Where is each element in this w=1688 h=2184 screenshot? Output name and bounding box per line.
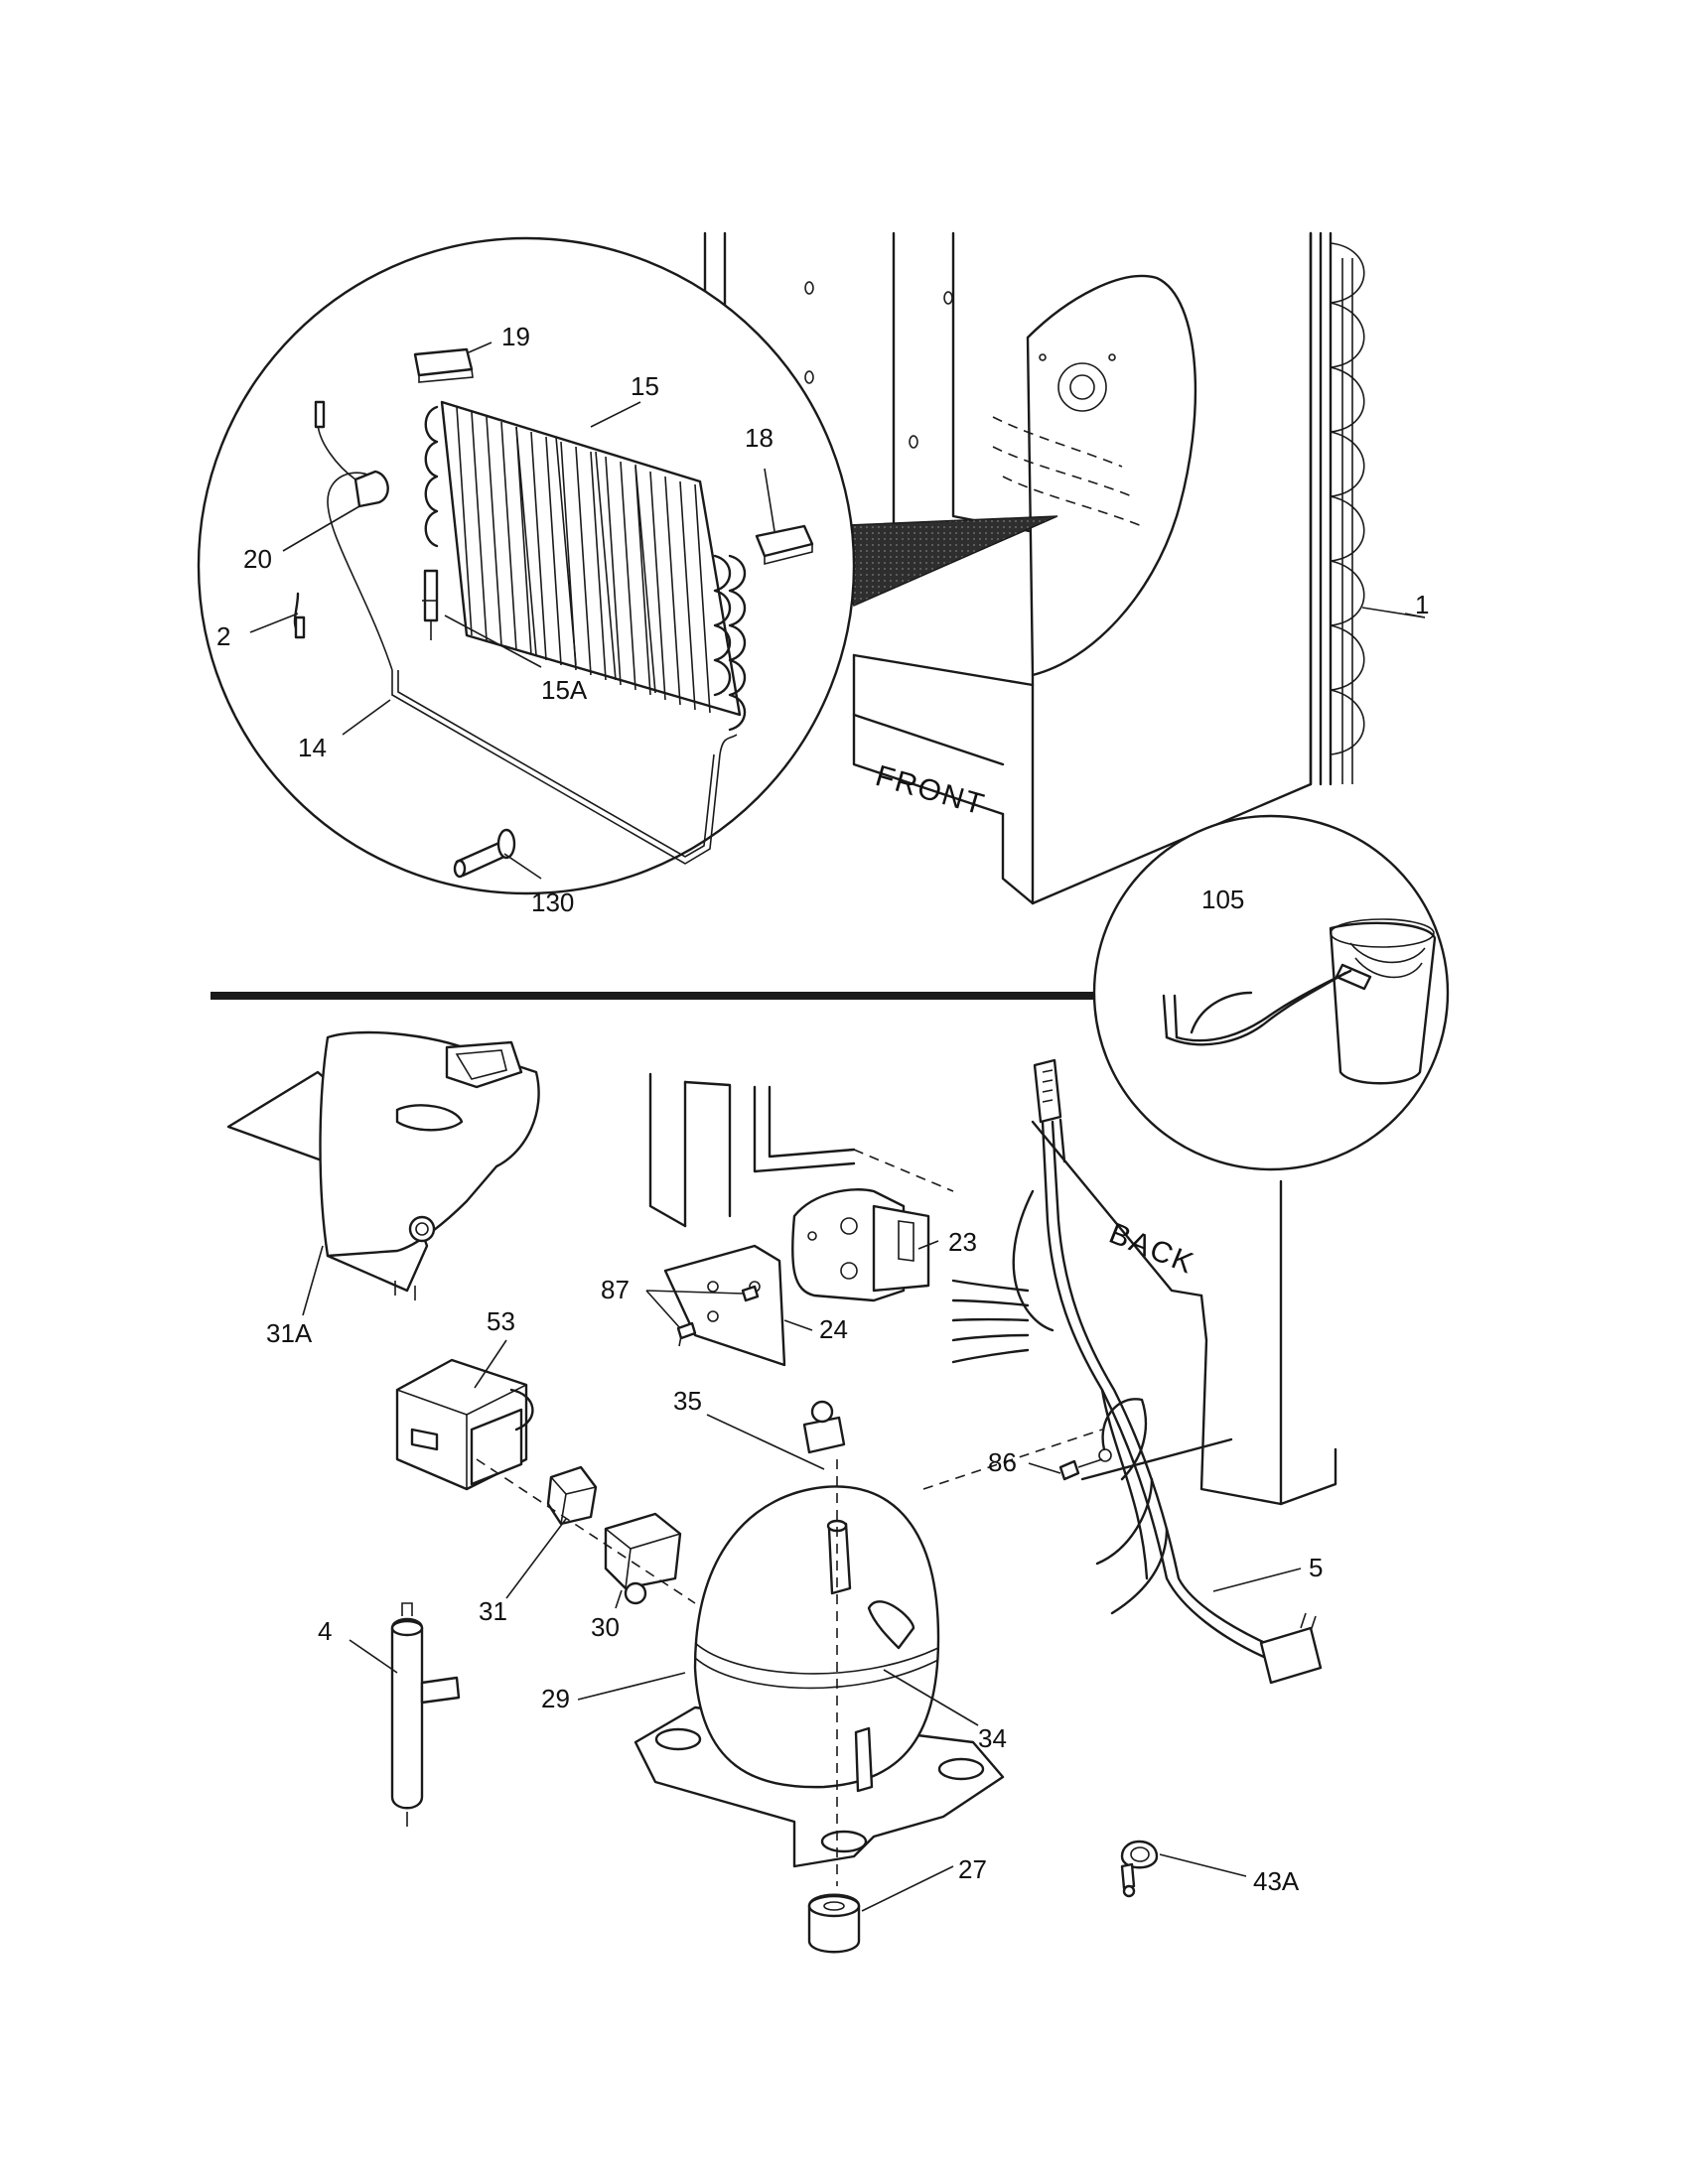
label-31a: 31A — [266, 1318, 313, 1348]
label-4: 4 — [318, 1616, 332, 1646]
cabinet-lower — [648, 1072, 1337, 1506]
part-105-drain-pan — [1162, 918, 1437, 1085]
part-43a-clamp — [1120, 1840, 1159, 1898]
label-130: 130 — [531, 887, 574, 917]
part-23-defrost-timer — [791, 1188, 930, 1302]
evaporator — [424, 400, 747, 732]
label-15a: 15A — [541, 675, 588, 705]
label-30: 30 — [591, 1612, 620, 1642]
part-15a-fuse — [422, 569, 439, 640]
label-14: 14 — [298, 733, 327, 762]
part-20-thermostat — [314, 400, 389, 508]
part-2-clip — [293, 592, 306, 639]
part-4-drier — [390, 1602, 461, 1827]
label-53: 53 — [487, 1306, 515, 1336]
label-87: 87 — [601, 1275, 630, 1304]
part-31a-assembly — [226, 1030, 540, 1300]
label-29: 29 — [541, 1684, 570, 1713]
part-27-grommet — [807, 1893, 861, 1954]
part-30-overload — [604, 1512, 682, 1605]
front-label: FRONT — [872, 759, 989, 822]
label-31: 31 — [479, 1596, 507, 1626]
label-5: 5 — [1309, 1553, 1323, 1582]
part-19-block — [413, 347, 474, 383]
evaporator-cover — [992, 274, 1197, 677]
label-20: 20 — [243, 544, 272, 574]
part-24-bracket — [663, 1244, 786, 1367]
part-18-block — [755, 524, 814, 566]
label-34: 34 — [978, 1723, 1007, 1753]
tube-ends — [1095, 1477, 1169, 1615]
part-87-screws — [676, 1285, 760, 1347]
assembly-guide-line — [476, 1458, 696, 1604]
part-31-relay — [546, 1465, 598, 1526]
label-19: 19 — [501, 322, 530, 351]
label-27: 27 — [958, 1854, 987, 1884]
detail-pointer — [822, 515, 1058, 608]
label-1: 1 — [1415, 590, 1429, 619]
label-23: 23 — [948, 1227, 977, 1257]
label-86: 86 — [988, 1447, 1017, 1477]
label-18: 18 — [745, 423, 774, 453]
label-43a: 43A — [1253, 1866, 1300, 1896]
condenser-coil — [1309, 231, 1426, 786]
wire-harness-ends — [951, 1279, 1030, 1364]
part-29-compressor — [633, 1400, 1005, 1868]
part-53-relay-cover — [395, 1358, 534, 1491]
label-2: 2 — [216, 621, 230, 651]
label-35: 35 — [673, 1386, 702, 1416]
part-5-power-cord — [1012, 1058, 1323, 1685]
label-15: 15 — [631, 371, 659, 401]
label-24: 24 — [819, 1314, 848, 1344]
back-label: BACK — [1104, 1217, 1199, 1281]
label-105: 105 — [1201, 885, 1244, 914]
part-86-screw — [1058, 1398, 1148, 1481]
